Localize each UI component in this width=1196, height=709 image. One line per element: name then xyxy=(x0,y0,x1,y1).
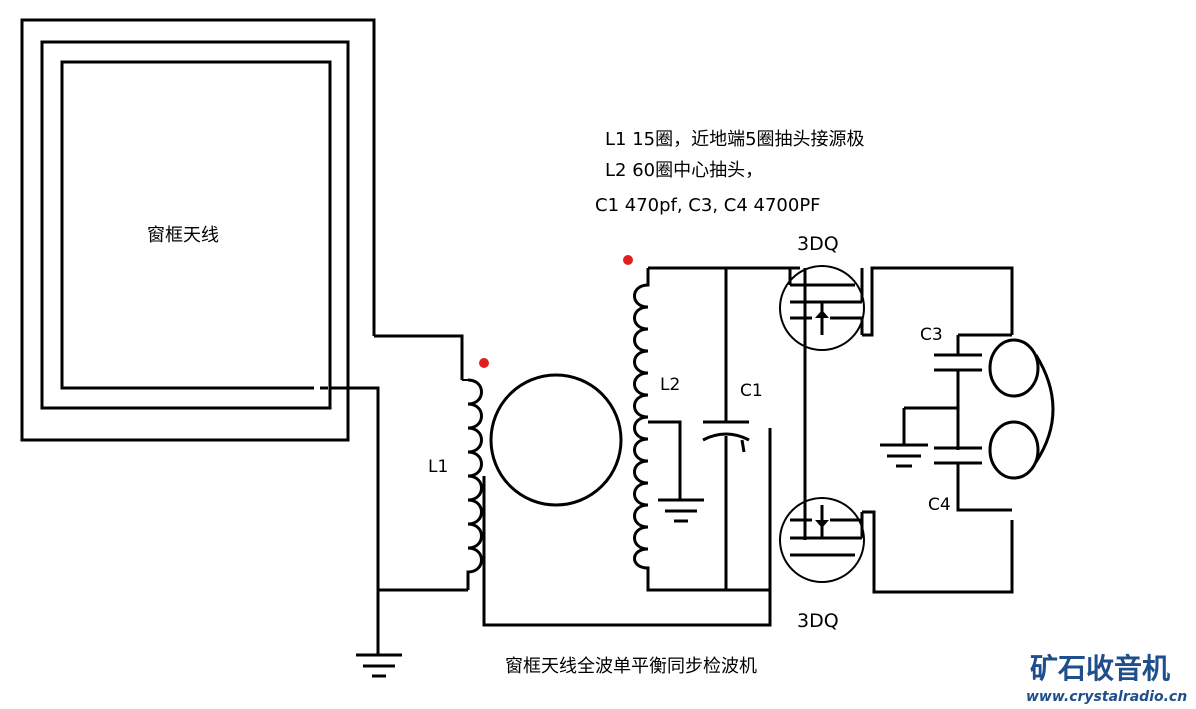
ferrite-ring xyxy=(489,373,623,507)
antenna-label: 窗框天线 xyxy=(147,225,219,246)
note-line-2: L2 60圈中心抽头， xyxy=(605,160,763,181)
mosfet-q1-top: 3DQ xyxy=(779,233,865,351)
q-bottom-label: 3DQ xyxy=(797,610,839,632)
diagram-caption: 窗框天线全波单平衡同步检波机 xyxy=(505,656,757,677)
loop-antenna: 窗框天线 xyxy=(20,18,468,592)
c1-label: C1 xyxy=(740,381,763,401)
capacitor-c1: C1 xyxy=(702,268,763,590)
c4-label: C4 xyxy=(928,495,951,515)
note-line-1: L1 15圈，近地端5圈抽头接源极 xyxy=(605,129,865,150)
l2-phase-dot xyxy=(623,255,633,265)
l1-phase-dot xyxy=(479,358,489,368)
note-line-3: C1 470pf, C3, C4 4700PF xyxy=(595,195,821,216)
capacitor-c4: C4 xyxy=(928,446,982,515)
q-top-label: 3DQ xyxy=(797,233,839,255)
crystalradio-logo: 矿石收音机 www.crystalradio.cn xyxy=(1026,652,1187,705)
c3-label: C3 xyxy=(920,325,943,345)
ground-symbol-l2 xyxy=(658,498,704,523)
logo-brand: 矿石收音机 xyxy=(1030,652,1170,685)
logo-url: www.crystalradio.cn xyxy=(1026,689,1187,705)
ground-symbol-antenna xyxy=(356,590,402,678)
l1-label: L1 xyxy=(428,457,448,477)
ground-symbol-output xyxy=(880,443,928,468)
coil-l2: L2 xyxy=(623,255,800,592)
mosfet-q2-bottom: 3DQ xyxy=(779,497,865,632)
headphones xyxy=(988,338,1055,480)
capacitor-c3: C3 xyxy=(920,325,982,372)
l2-label: L2 xyxy=(660,375,680,395)
output-network xyxy=(862,266,1014,594)
coil-l1: L1 xyxy=(428,358,772,627)
